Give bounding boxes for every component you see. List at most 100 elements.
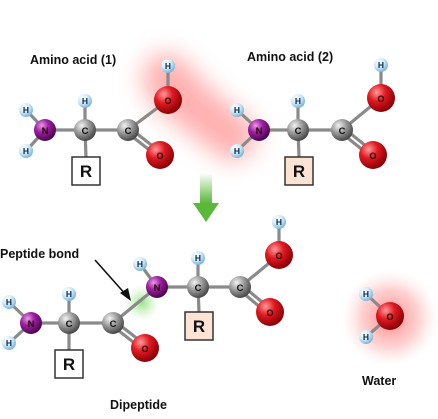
carbon-atom-sphere — [229, 276, 251, 298]
hydrogen-atom-sphere — [161, 59, 175, 73]
oxygen-atom-symbol: O — [156, 151, 163, 161]
r-group-box-4: R — [184, 311, 214, 341]
hydrogen-atom: H — [291, 94, 305, 108]
oxygen-atom: O — [256, 298, 284, 326]
r-group-box-2: R — [284, 156, 314, 186]
carbon-atom: C — [117, 119, 139, 141]
oxygen-atom-symbol: O — [275, 251, 282, 261]
hydrogen-atom-symbol: H — [66, 289, 72, 299]
hydrogen-atom: H — [78, 94, 92, 108]
carbon-atom-symbol: C — [82, 126, 89, 137]
hydrogen-atom-sphere — [191, 251, 205, 265]
nitrogen-atom-sphere — [20, 312, 42, 334]
hydrogen-atom-symbol: H — [137, 259, 143, 269]
nitrogen-atom: N — [248, 119, 270, 141]
nitrogen-atom-symbol: N — [256, 126, 263, 137]
hydrogen-atom: H — [230, 144, 244, 158]
nitrogen-atom-symbol: N — [28, 319, 35, 330]
carbon-atom-sphere — [58, 312, 80, 334]
hydrogen-atom-symbol: H — [6, 297, 12, 307]
hydrogen-atom-symbol: H — [165, 61, 171, 71]
oxygen-atom: O — [265, 241, 293, 269]
carbon-atom-symbol: C — [237, 283, 244, 294]
oxygen-atom: O — [359, 141, 387, 169]
hydrogen-atom-sphere — [133, 257, 147, 271]
hydrogen-atom-sphere — [19, 103, 33, 117]
carbon-atom-sphere — [287, 119, 309, 141]
hydrogen-atom: H — [2, 295, 16, 309]
hydrogen-atom-sphere — [230, 103, 244, 117]
oxygen-atom-symbol: O — [141, 344, 148, 354]
hydrogen-atom-sphere — [272, 215, 286, 229]
oxygen-atom: O — [376, 302, 404, 330]
hydrogen-atom: H — [2, 336, 16, 350]
hydrogen-atom-sphere — [359, 330, 373, 344]
hydrogen-atom-sphere — [62, 287, 76, 301]
oxygen-atom-sphere — [359, 141, 387, 169]
r-group-label-3: R — [63, 355, 75, 374]
carbon-atom-sphere — [74, 119, 96, 141]
carbon-atom-symbol: C — [110, 319, 117, 330]
carbon-atom-symbol: C — [295, 126, 302, 137]
hydrogen-atom-sphere — [78, 94, 92, 108]
oxygen-atom: O — [154, 86, 182, 114]
dipeptide-label: Dipeptide — [110, 398, 167, 412]
hydrogen-atom-sphere — [291, 94, 305, 108]
amino-acid-2-label: Amino acid (2) — [247, 50, 333, 64]
oxygen-atom-symbol: O — [164, 96, 171, 106]
carbon-atom: C — [102, 312, 124, 334]
water-label: Water — [362, 374, 396, 388]
oxygen-atom-sphere — [256, 298, 284, 326]
carbon-atom-symbol: C — [66, 319, 73, 330]
oxygen-atom-sphere — [131, 334, 159, 362]
r-group-label-1: R — [80, 162, 92, 181]
oxygen-atom-sphere — [146, 141, 174, 169]
hydrogen-atom: H — [133, 257, 147, 271]
hydrogen-atom: H — [191, 251, 205, 265]
carbon-atom-symbol: C — [195, 283, 202, 294]
hydrogen-atom: H — [230, 103, 244, 117]
peptide-bond-pointer — [94, 259, 131, 301]
hydrogen-atom: H — [374, 58, 388, 72]
carbon-atom-symbol: C — [339, 126, 346, 137]
nitrogen-atom-sphere — [146, 276, 168, 298]
r-group-label-4: R — [193, 317, 205, 336]
amino-acid-1-label: Amino acid (1) — [30, 53, 116, 67]
hydrogen-atom-symbol: H — [234, 105, 240, 115]
oxygen-atom-symbol: O — [386, 312, 393, 322]
nitrogen-atom: N — [20, 312, 42, 334]
hydrogen-atom: H — [62, 287, 76, 301]
r-group-box-3: R — [54, 349, 84, 379]
nitrogen-atom: N — [146, 276, 168, 298]
water-removal-glow — [142, 53, 258, 161]
carbon-atom-sphere — [102, 312, 124, 334]
carbon-atom: C — [187, 276, 209, 298]
carbon-atom: C — [229, 276, 251, 298]
hydrogen-atom-sphere — [19, 144, 33, 158]
oxygen-atom-symbol: O — [377, 94, 384, 104]
r-group-box-1: R — [71, 156, 101, 186]
nitrogen-atom-symbol: N — [42, 126, 49, 137]
carbon-atom: C — [58, 312, 80, 334]
hydrogen-atom: H — [19, 103, 33, 117]
nitrogen-atom: N — [34, 119, 56, 141]
hydrogen-atom-symbol: H — [295, 96, 301, 106]
oxygen-atom: O — [131, 334, 159, 362]
peptide-bond-label: Peptide bond — [0, 247, 79, 261]
carbon-atom-sphere — [117, 119, 139, 141]
oxygen-atom-sphere — [376, 302, 404, 330]
carbon-atom: C — [331, 119, 353, 141]
nitrogen-atom-sphere — [248, 119, 270, 141]
carbon-atom-sphere — [187, 276, 209, 298]
hydrogen-atom-symbol: H — [378, 60, 384, 70]
oxygen-atom-sphere — [367, 84, 395, 112]
hydrogen-atom-sphere — [2, 295, 16, 309]
oxygen-atom-sphere — [154, 86, 182, 114]
hydrogen-atom-sphere — [230, 144, 244, 158]
hydrogen-atom-symbol: H — [234, 146, 240, 156]
oxygen-atom-symbol: O — [266, 308, 273, 318]
oxygen-atom: O — [146, 141, 174, 169]
hydrogen-atom: H — [359, 287, 373, 301]
